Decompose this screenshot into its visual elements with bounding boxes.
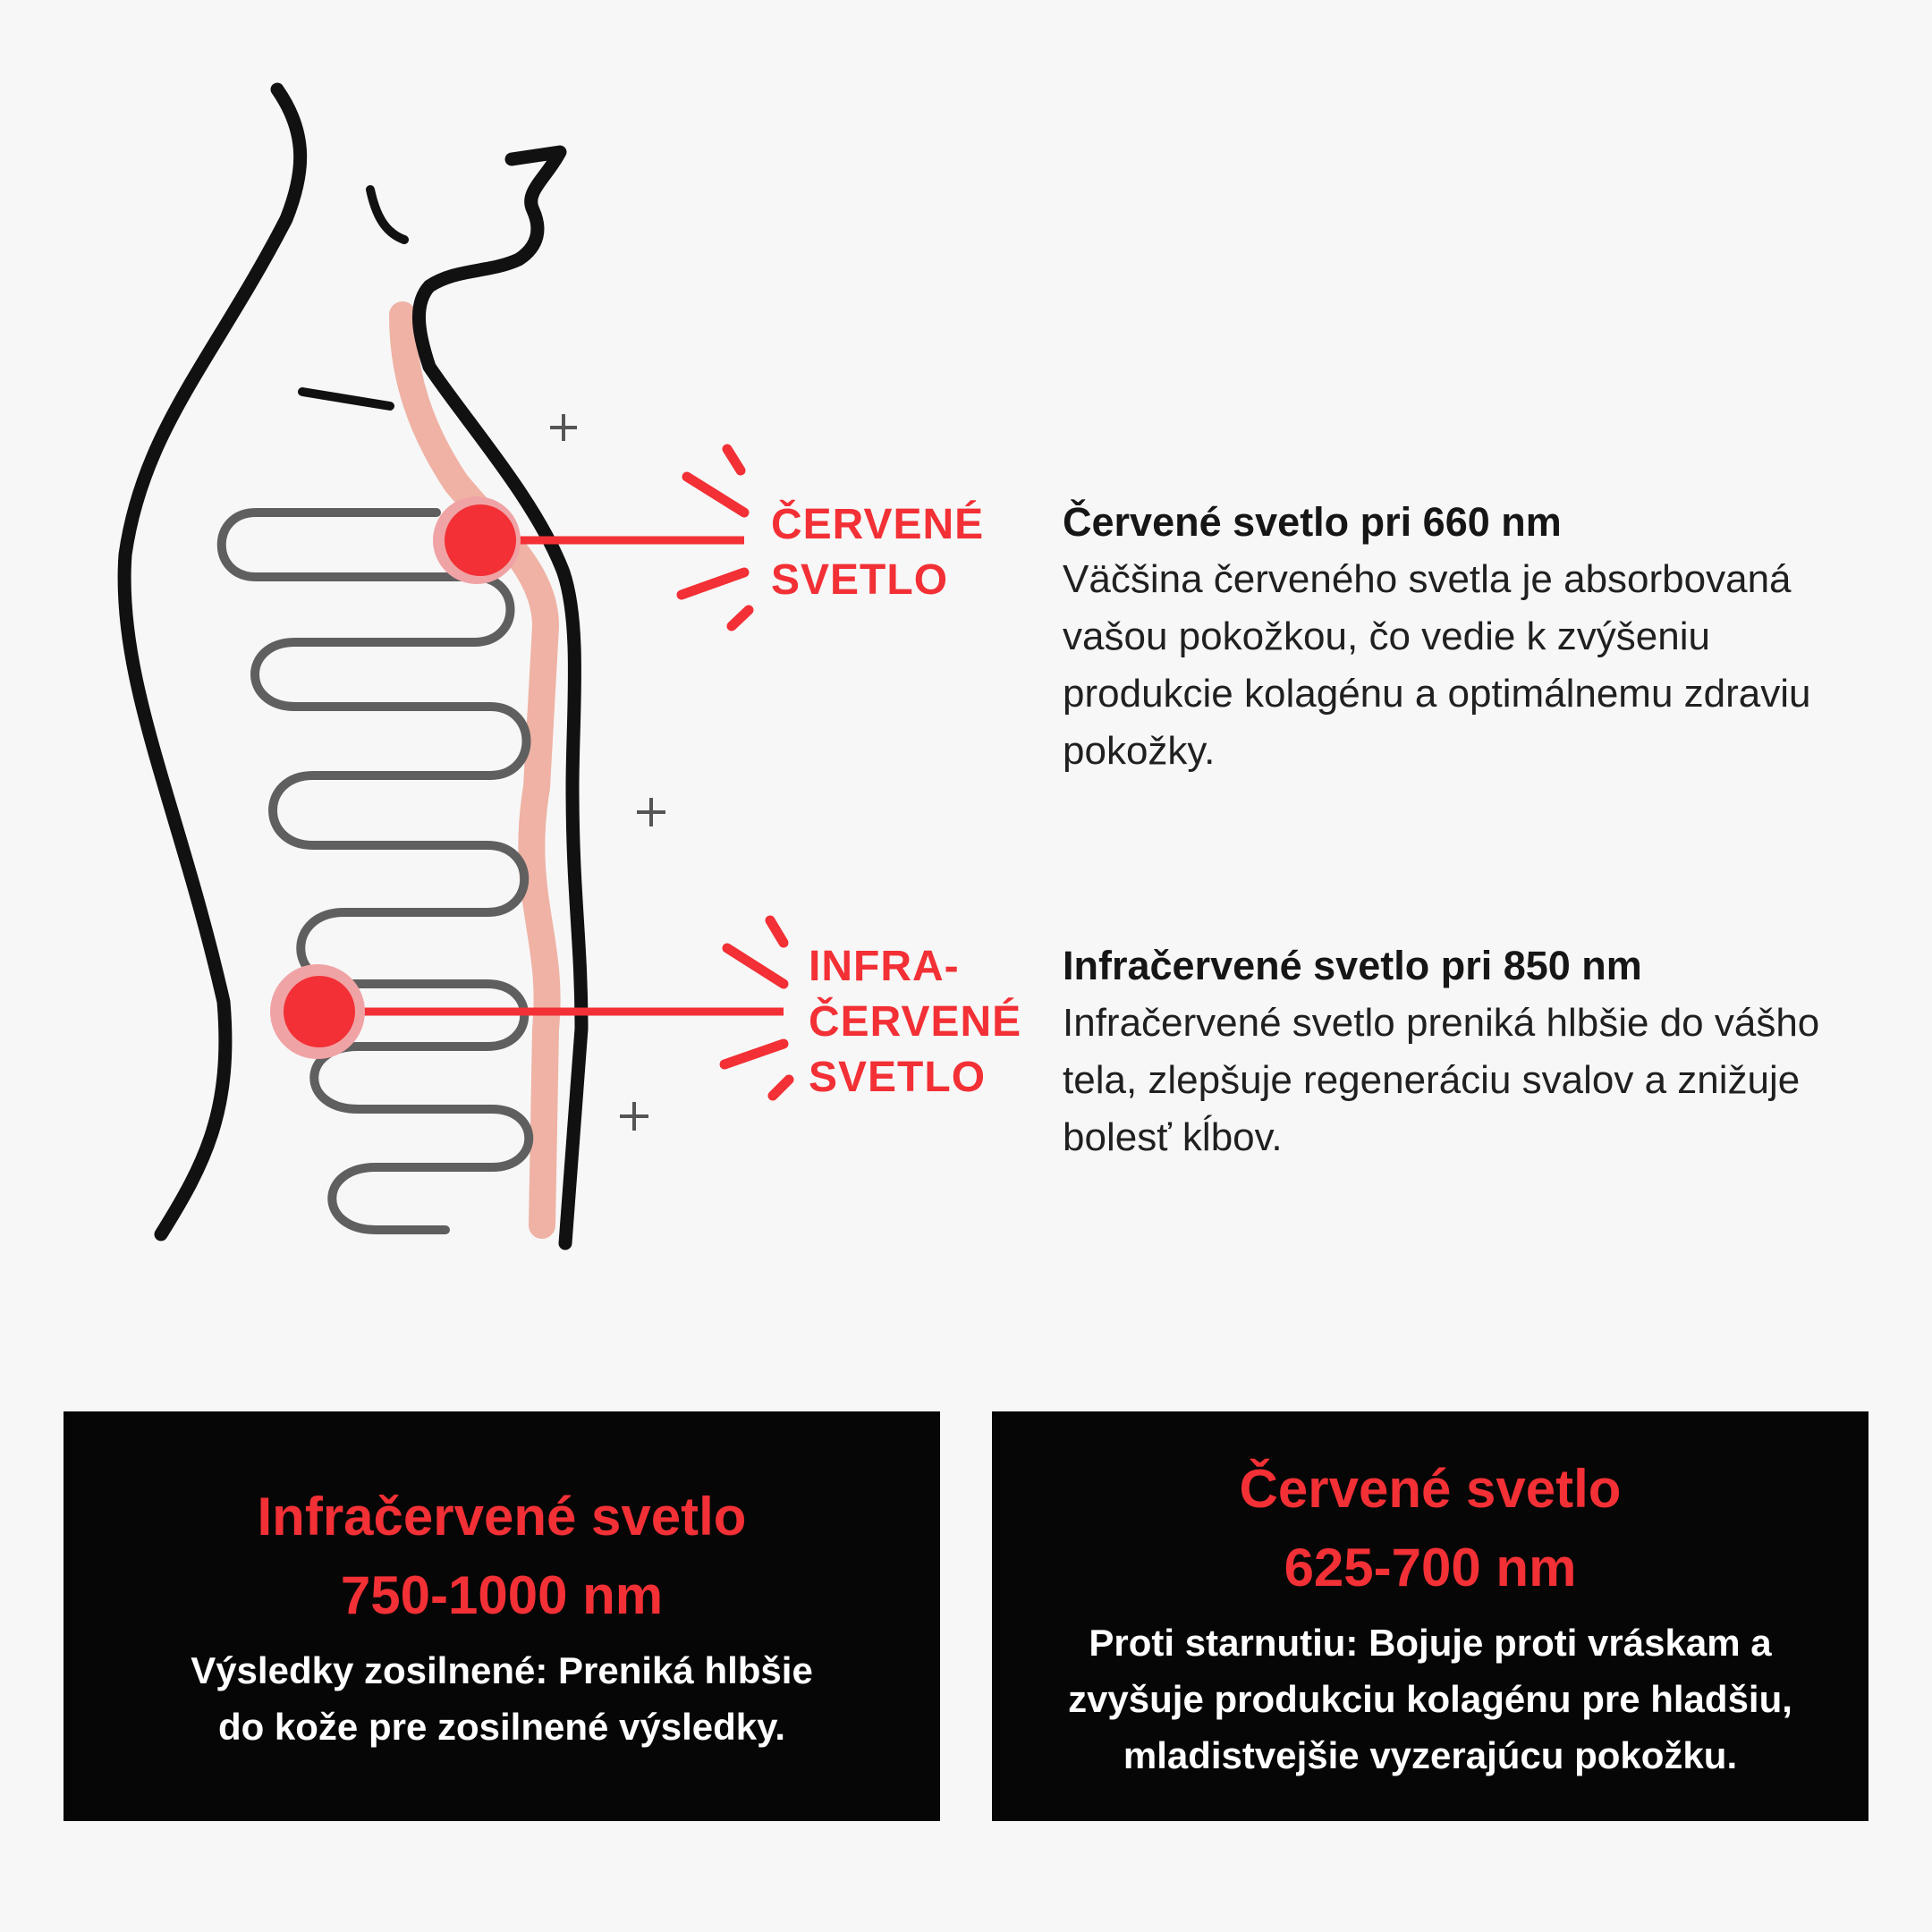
red-light-info: Červené svetlo pri 660 nm Väčšina červen… [1063,494,1868,780]
red-card-title: Červené svetlo [1239,1458,1622,1519]
skin-layer [389,301,561,1239]
body-illustration [117,82,794,1250]
plus-icon [620,1102,648,1131]
infrared-light-label: INFRA- ČERVENÉ SVETLO [809,943,1022,1101]
organ-lines [216,508,534,1234]
infrared-burst-lines [719,915,794,1101]
infrared-light-info: Infračervené svetlo pri 850 nm Infračerv… [1063,937,1868,1166]
plus-icon [550,414,577,441]
shoulder-line [298,387,394,411]
infrared-card-desc: Výsledky zosilnené: Preniká hlbšie do ko… [191,1649,813,1748]
plus-icon [637,798,665,826]
red-card-desc: Proti starnutiu: Bojuje proti vráskam a … [1068,1621,1792,1776]
infrared-light-info-body: Infračervené svetlo preniká hlbšie do vá… [1063,1001,1820,1159]
infrared-light-dot [284,976,355,1047]
infrared-light-info-title: Infračervené svetlo pri 850 nm [1063,943,1642,988]
infrared-card: Infračervené svetlo 750-1000 nm Výsledky… [64,1411,940,1821]
red-light-info-body: Väčšina červeného svetla je absorbovaná … [1063,557,1811,773]
red-card: Červené svetlo 625-700 nm Proti starnuti… [992,1411,1868,1821]
infrared-card-title: Infračervené svetlo [257,1487,747,1546]
red-card-range: 625-700 nm [1284,1537,1577,1597]
red-light-info-title: Červené svetlo pri 660 nm [1063,499,1562,545]
red-light-label: ČERVENÉ SVETLO [771,501,985,604]
infrared-card-range: 750-1000 nm [340,1565,664,1625]
front-outline [412,145,589,1250]
back-outline [117,82,308,1241]
red-burst-lines [676,444,754,631]
ear-outline [366,185,409,244]
red-light-dot [445,504,516,576]
